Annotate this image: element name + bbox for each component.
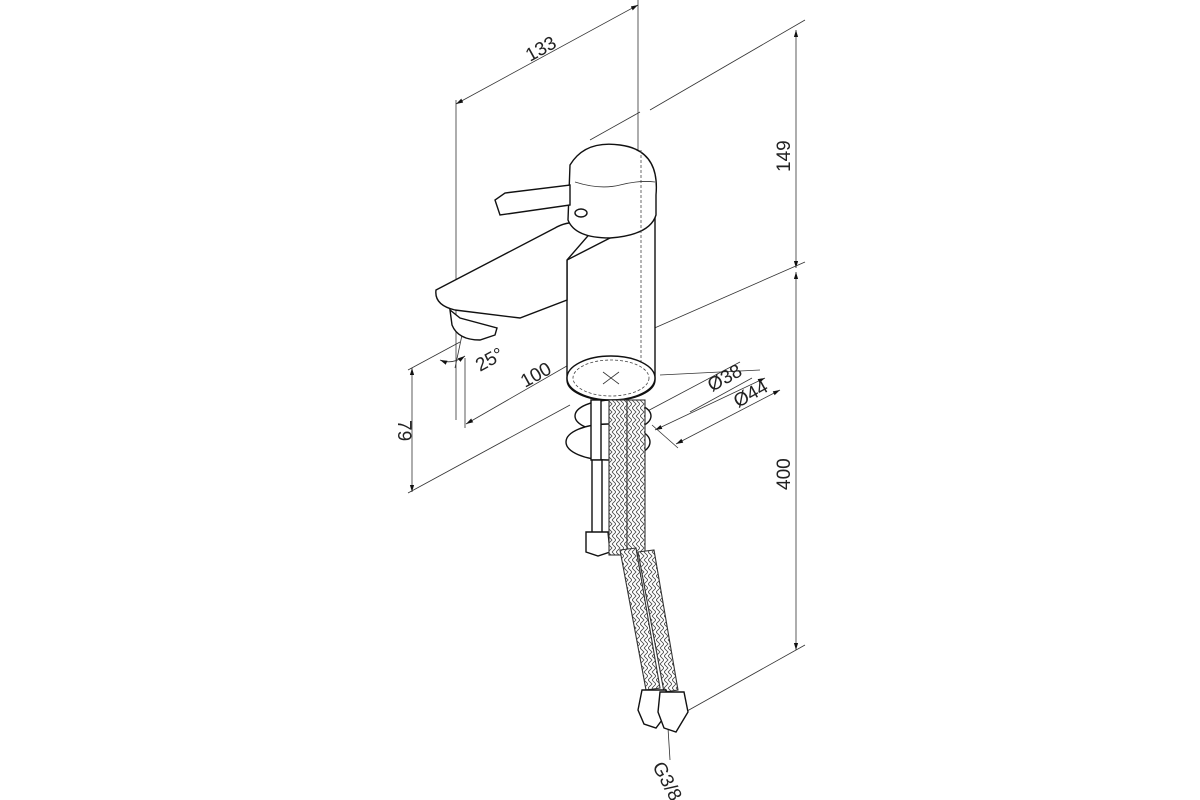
label-hose-length: 400 (774, 458, 795, 490)
label-spout-height: 79 (393, 420, 414, 441)
tap-body (435, 143, 658, 402)
mounting-kit (565, 399, 689, 733)
label-spout-reach: 100 (517, 359, 555, 393)
label-thread: G3/8 (648, 758, 686, 800)
label-spout-angle: 25° (472, 344, 507, 376)
label-body-height: 149 (774, 140, 795, 172)
label-overall-depth: 133 (522, 33, 560, 67)
